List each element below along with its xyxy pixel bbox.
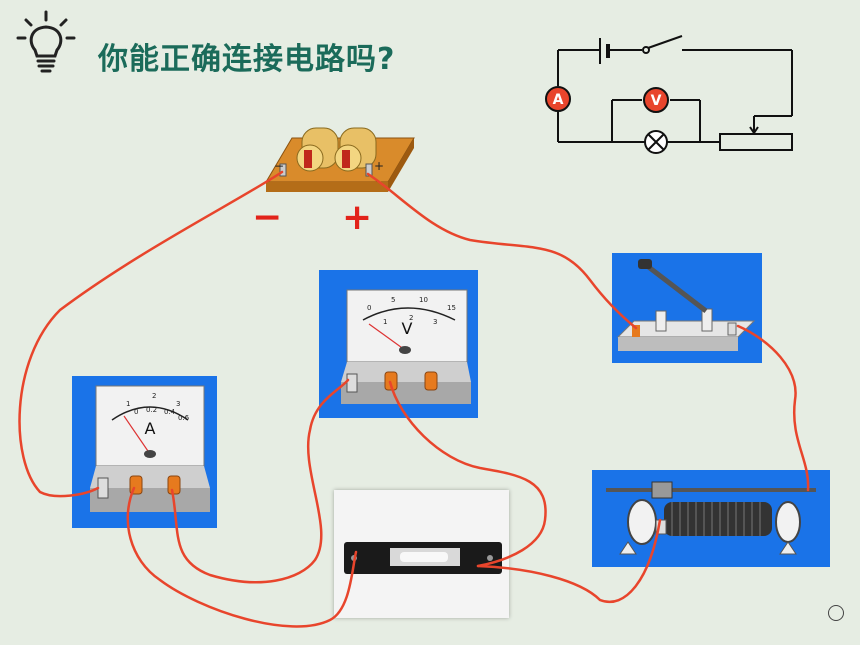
svg-text:−: − (274, 159, 284, 173)
lightbulb-icon (16, 10, 76, 73)
ammeter-symbol: A (145, 419, 156, 438)
svg-text:0.2: 0.2 (146, 406, 157, 414)
svg-text:0.4: 0.4 (164, 408, 176, 416)
svg-text:+: + (374, 159, 384, 173)
schematic-ammeter-label: A (553, 92, 564, 108)
svg-text:3: 3 (433, 318, 437, 326)
svg-text:10: 10 (419, 296, 428, 304)
voltmeter: V 0 5 10 15 1 2 3 (341, 289, 471, 404)
circuit-schematic: A V (545, 35, 793, 154)
svg-text:1: 1 (383, 318, 387, 326)
circle-icon (828, 605, 844, 621)
ammeter: A 0 0.2 0.4 0.6 1 2 3 (90, 385, 210, 512)
svg-text:3: 3 (176, 400, 180, 408)
positive-terminal-label: + (342, 197, 373, 238)
svg-text:1: 1 (126, 400, 130, 408)
svg-text:0: 0 (134, 408, 138, 416)
svg-text:5: 5 (391, 296, 395, 304)
switch-panel (612, 253, 762, 363)
voltmeter-panel: V 0 5 10 15 1 2 3 (319, 270, 478, 418)
negative-terminal-label: − (252, 197, 283, 238)
battery-holder: − + (265, 127, 415, 192)
page-title: 你能正确连接电路吗? (98, 42, 396, 77)
svg-text:0: 0 (367, 304, 371, 312)
svg-text:2: 2 (409, 314, 413, 322)
rheostat-panel (592, 470, 830, 567)
lamp-socket-photo (334, 490, 509, 618)
rheostat (606, 481, 816, 555)
ammeter-panel: A 0 0.2 0.4 0.6 1 2 3 (72, 376, 217, 528)
svg-text:2: 2 (152, 392, 156, 400)
svg-text:15: 15 (447, 304, 456, 312)
knife-switch (616, 259, 756, 351)
lamp-socket (344, 542, 502, 574)
svg-text:0.6: 0.6 (178, 414, 190, 422)
schematic-voltmeter-label: V (651, 93, 662, 109)
